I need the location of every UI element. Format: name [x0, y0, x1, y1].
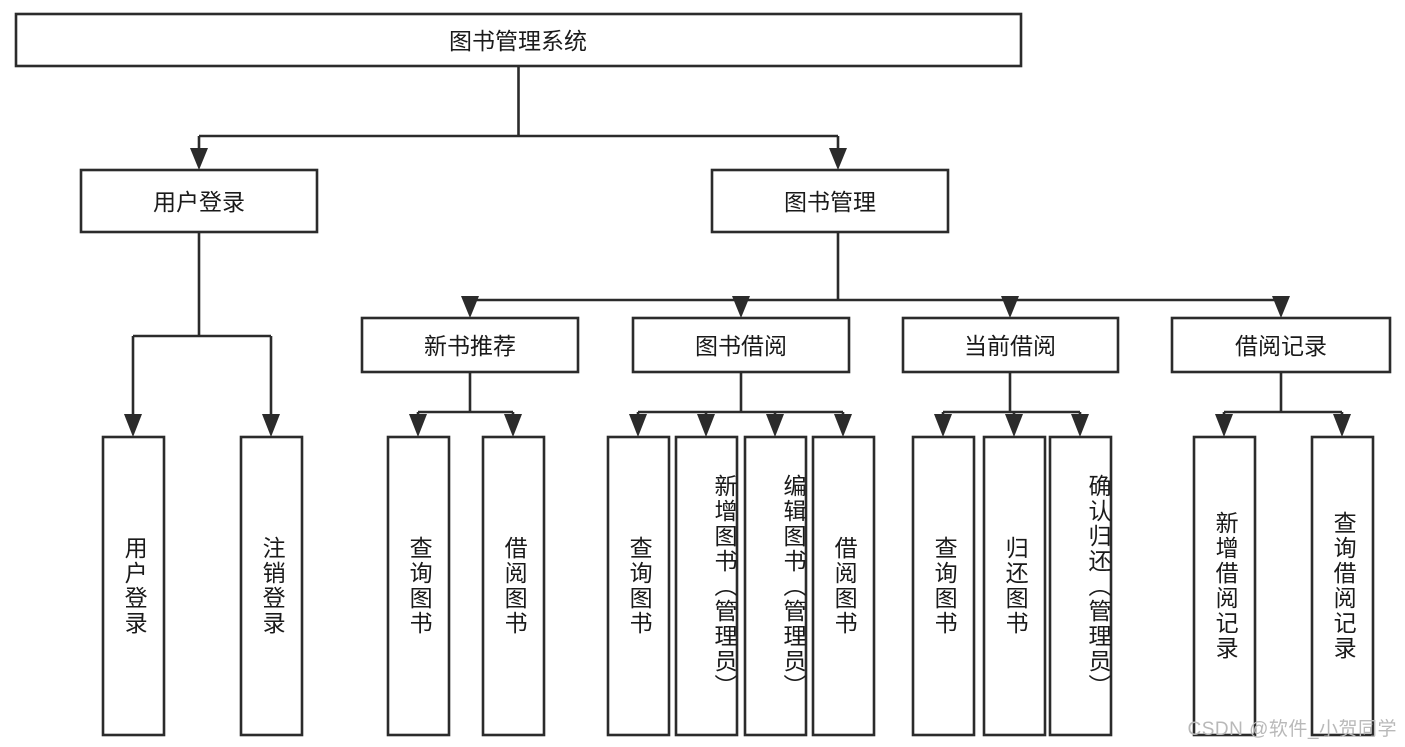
leaf-box-bookborrow-add[interactable] [674, 435, 739, 737]
node-book-borrow-label: 图书借阅 [695, 333, 787, 359]
connector-userlogin-to-leaves [124, 232, 280, 437]
node-borrow-record[interactable] [1170, 316, 1392, 374]
node-book-manage-label: 图书管理 [784, 189, 876, 215]
connector-borrowrecord-to-leaves [1215, 372, 1351, 437]
node-new-book-recommend[interactable] [360, 316, 580, 374]
connector-newbook-to-leaves [409, 372, 522, 437]
node-new-book-recommend-label: 新书推荐 [424, 333, 516, 359]
leaf-box-record-add[interactable] [1192, 435, 1257, 737]
connector-root-to-bus [197, 66, 840, 152]
node-root-label: 图书管理系统 [449, 28, 587, 54]
node-book-manage[interactable] [710, 168, 950, 234]
connector-bookborrow-to-leaves [629, 372, 852, 437]
csdn-watermark: CSDN @软件_小贺同学 [1187, 719, 1397, 740]
node-user-login-label: 用户登录 [153, 189, 245, 215]
arrow-to-book-manage [829, 148, 847, 170]
node-user-login[interactable] [79, 168, 319, 234]
arrow-to-user-login [190, 148, 208, 170]
node-root[interactable] [14, 12, 1023, 68]
leaf-box-newbook-borrow[interactable] [481, 435, 546, 737]
leaf-box-currentborrow-query[interactable] [911, 435, 976, 737]
leaf-box-currentborrow-return[interactable] [982, 435, 1047, 737]
node-book-borrow[interactable] [631, 316, 851, 374]
leaf-box-user-login-logout[interactable] [239, 435, 304, 737]
connector-currentborrow-to-leaves [934, 372, 1089, 437]
node-current-borrow[interactable] [901, 316, 1120, 374]
leaf-box-bookborrow-query[interactable] [606, 435, 671, 737]
connector-bookmanage-to-level3 [461, 232, 1290, 318]
leaf-box-currentborrow-confirm[interactable] [1048, 435, 1113, 737]
leaf-box-user-login-login[interactable] [101, 435, 166, 737]
node-current-borrow-label: 当前借阅 [964, 333, 1056, 359]
leaf-box-newbook-query[interactable] [386, 435, 451, 737]
leaf-box-record-query[interactable] [1310, 435, 1375, 737]
node-borrow-record-label: 借阅记录 [1235, 333, 1327, 359]
leaf-box-bookborrow-borrow[interactable] [811, 435, 876, 737]
leaf-box-bookborrow-edit[interactable] [743, 435, 808, 737]
